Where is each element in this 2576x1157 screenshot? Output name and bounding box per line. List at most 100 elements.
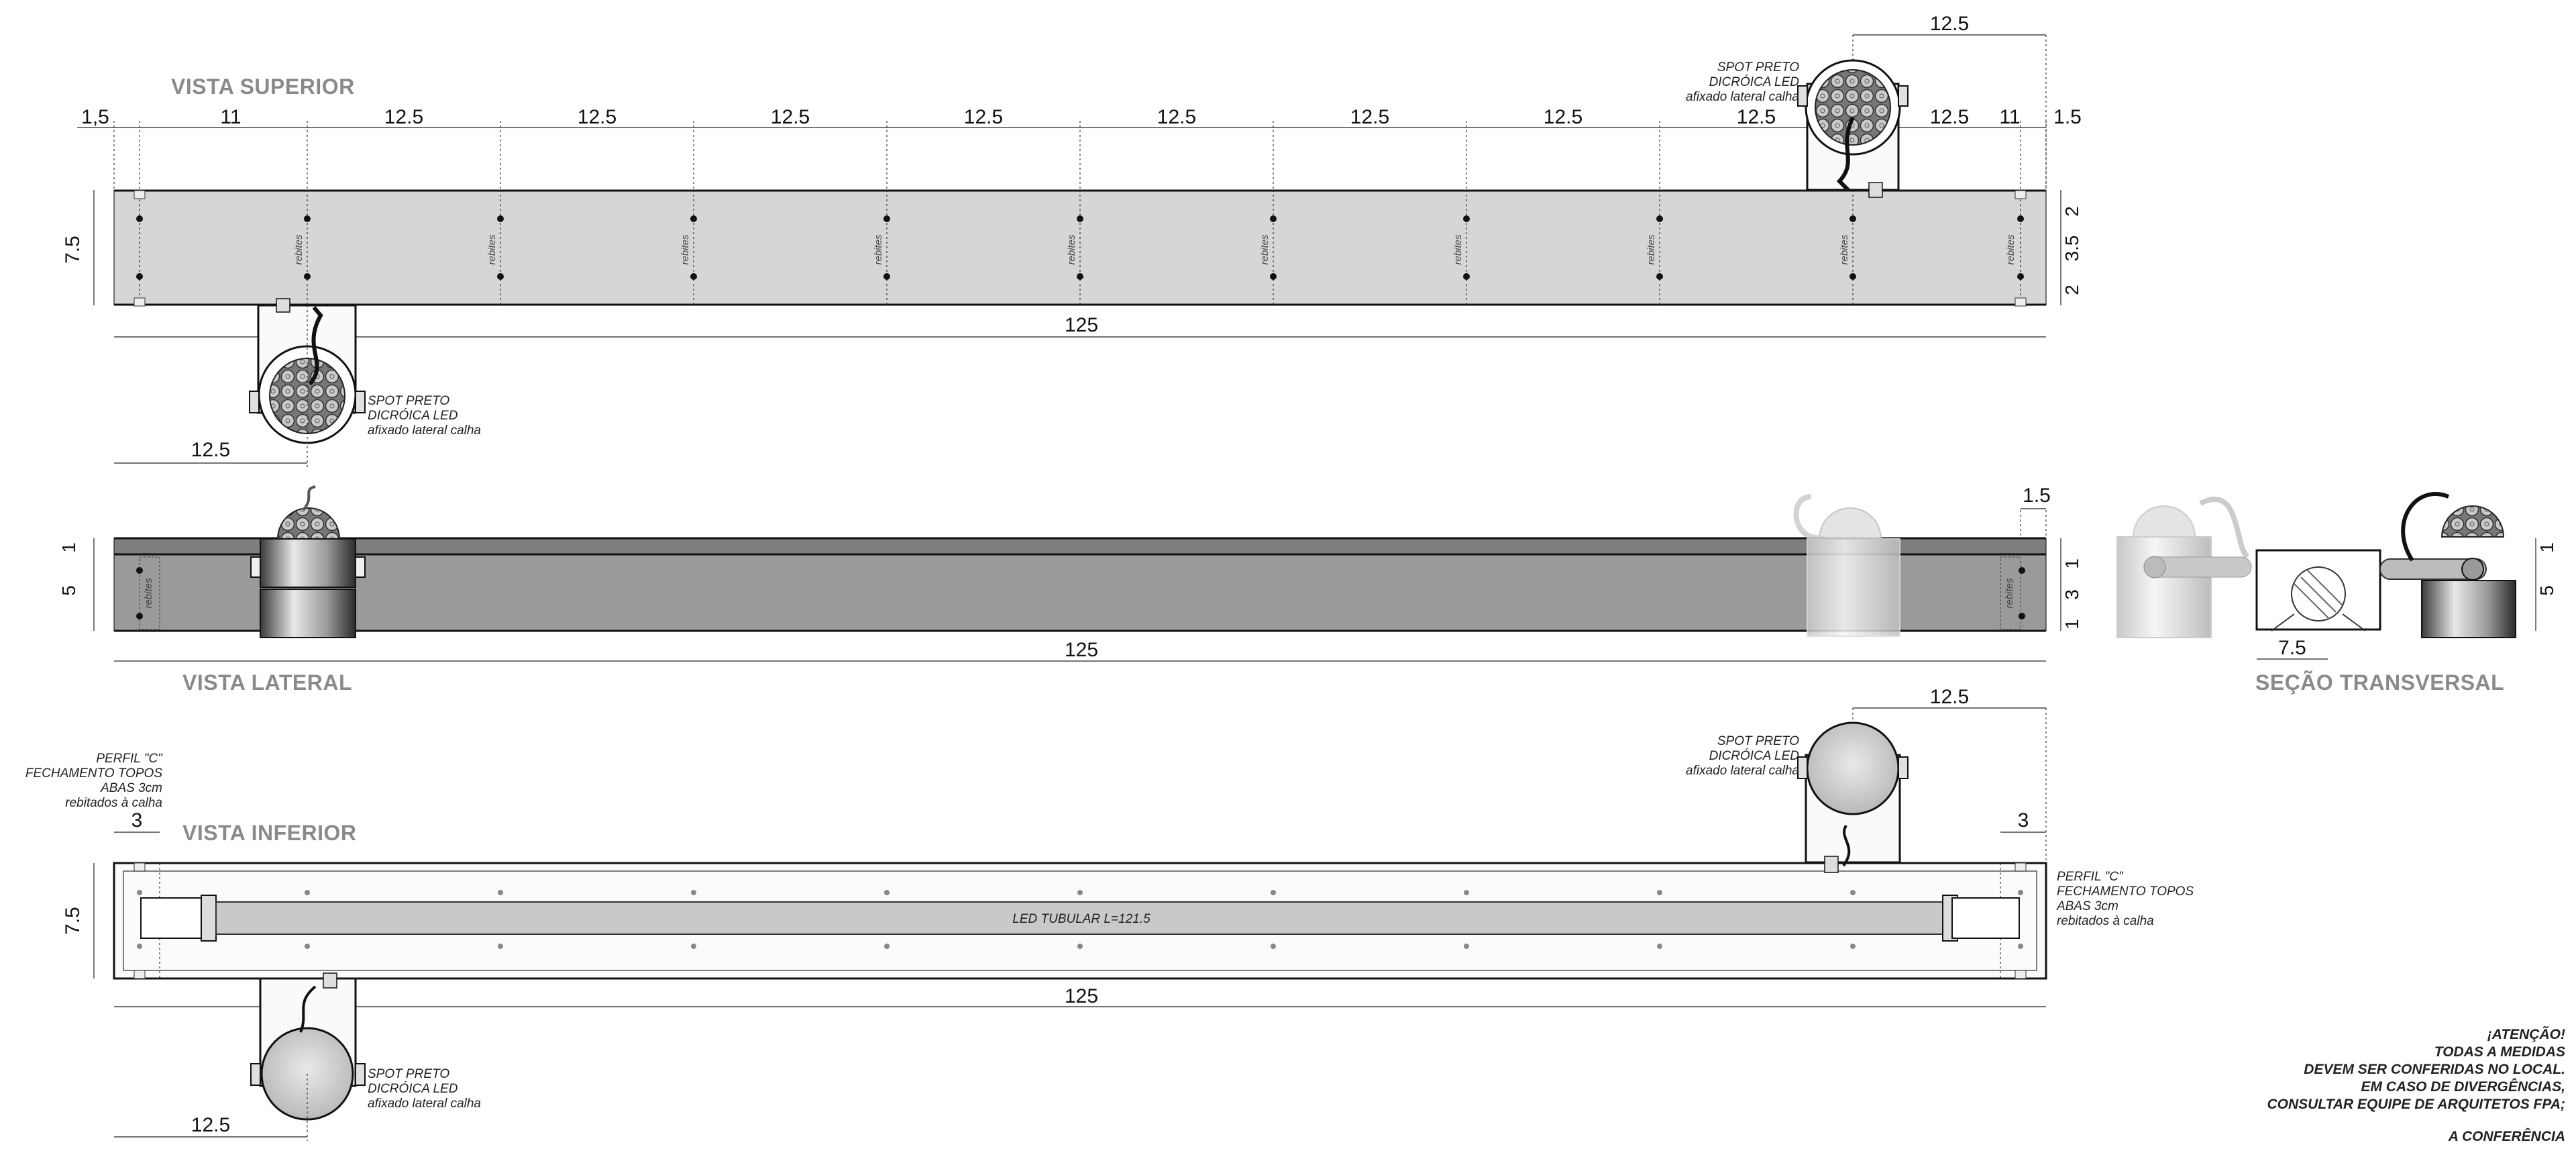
rivet xyxy=(1850,944,1856,949)
bottom-view: VISTA INFERIOR PERFIL "C" FECHAMENTO TOP… xyxy=(25,686,2194,1141)
spot-note-top-right: SPOT PRETO DICRÓICA LED afixado lateral … xyxy=(1686,60,1799,104)
rivet-label: rebites xyxy=(486,234,498,265)
rivet xyxy=(1077,273,1083,280)
top-rivets xyxy=(133,190,2027,307)
rivet xyxy=(1464,944,1469,949)
rivet xyxy=(2015,862,2027,872)
rivet-label: rebites xyxy=(1066,234,1077,265)
svg-text:afixado lateral calha: afixado lateral calha xyxy=(368,1097,481,1111)
rivet xyxy=(1270,215,1277,222)
bottom-left-offset-label: 3 xyxy=(131,809,143,832)
top-view: VISTA SUPERIOR 1,5 11 12.5 12.5 12.5 12.… xyxy=(62,13,2082,470)
top-seg-label: 12.5 xyxy=(1930,106,1969,128)
side-right-dim-label: 1 xyxy=(2061,558,2082,569)
section-right-dim-label: 5 xyxy=(2536,585,2557,596)
section-width-label: 7.5 xyxy=(2278,637,2306,659)
spot-note-bottom-left: SPOT PRETO DICRÓICA LED afixado lateral … xyxy=(368,394,481,438)
rivet xyxy=(1270,273,1277,280)
section-right-dim-label: 1 xyxy=(2536,542,2557,553)
top-seg-label: 11 xyxy=(220,106,241,128)
rivet xyxy=(1271,944,1276,949)
rivet-label: rebites xyxy=(143,578,154,609)
side-top-offset-label: 1.5 xyxy=(2023,485,2051,507)
rivet xyxy=(497,215,504,222)
rivet xyxy=(884,944,890,949)
spot-fixture-top-right: 12.5 xyxy=(1797,13,2047,198)
rivet xyxy=(1849,215,1856,222)
rivet xyxy=(498,944,503,949)
rivet xyxy=(133,190,146,199)
spot-offset-label: 12.5 xyxy=(1930,686,1969,708)
top-seg-label: 12.5 xyxy=(1737,106,1776,128)
top-right-dim-label: 3.5 xyxy=(2061,236,2082,262)
rivet-label: rebites xyxy=(1839,234,1850,265)
spot-offset-label: 12.5 xyxy=(1930,13,1969,35)
svg-text:FECHAMENTO TOPOS: FECHAMENTO TOPOS xyxy=(25,766,162,781)
rivet-label: rebites xyxy=(1452,234,1464,265)
top-seg-label: 1.5 xyxy=(2053,106,2082,128)
led-tube-label: LED TUBULAR L=121.5 xyxy=(1012,912,1150,926)
rivet xyxy=(1657,944,1662,949)
rivet xyxy=(133,970,146,979)
rivet-label: rebites xyxy=(1259,234,1271,265)
svg-text:SPOT PRETO: SPOT PRETO xyxy=(1717,734,1799,748)
rivet xyxy=(2015,190,2027,199)
side-left-dim-label: 5 xyxy=(58,585,79,596)
spot-fixture-bottom-view-bottom-left: 12.5 xyxy=(114,972,366,1141)
svg-text:ABAS 3cm: ABAS 3cm xyxy=(2056,899,2118,913)
rivet xyxy=(883,273,890,280)
rivet xyxy=(2017,215,2024,222)
spot-offset-label: 12.5 xyxy=(191,1114,230,1136)
svg-text:SPOT PRETO: SPOT PRETO xyxy=(1717,60,1799,74)
spot-fixture-side xyxy=(250,485,366,638)
rivet xyxy=(1271,890,1276,895)
rivet xyxy=(136,273,143,280)
svg-text:DICRÓICA LED: DICRÓICA LED xyxy=(1709,74,1800,89)
spot-note-bottom-view-bottom-left: SPOT PRETO DICRÓICA LED afixado lateral … xyxy=(368,1067,481,1111)
bottom-rivets xyxy=(133,862,2027,979)
top-tick-lines xyxy=(113,121,2047,190)
svg-text:afixado lateral calha: afixado lateral calha xyxy=(368,423,481,438)
perfil-note-right: PERFIL "C" FECHAMENTO TOPOS ABAS 3cm reb… xyxy=(2056,870,2194,928)
svg-text:SPOT PRETO: SPOT PRETO xyxy=(368,1067,449,1081)
bottom-height-label: 7.5 xyxy=(62,907,84,935)
rivet-label: rebites xyxy=(2004,578,2015,609)
top-seg-label: 12.5 xyxy=(1350,106,1389,128)
top-segment-labels: 1,5 11 12.5 12.5 12.5 12.5 12.5 12.5 12.… xyxy=(81,106,2082,128)
svg-text:TODAS A MEDIDAS: TODAS A MEDIDAS xyxy=(2434,1044,2565,1060)
perfil-note-left: PERFIL "C" FECHAMENTO TOPOS ABAS 3cm reb… xyxy=(25,752,163,810)
rivet-label: rebites xyxy=(873,234,884,265)
svg-text:DICRÓICA LED: DICRÓICA LED xyxy=(368,408,458,423)
rivet xyxy=(1656,215,1663,222)
top-seg-label: 1,5 xyxy=(81,106,109,128)
rivet xyxy=(137,890,142,895)
rivet xyxy=(305,890,310,895)
spot-fixture-bottom-left: 12.5 xyxy=(114,298,366,470)
rivet xyxy=(1077,215,1083,222)
rivet xyxy=(2018,944,2023,949)
top-right-dim-label: 2 xyxy=(2061,206,2082,217)
top-seg-label: 12.5 xyxy=(1157,106,1196,128)
rivet xyxy=(691,890,696,895)
svg-text:afixado lateral calha: afixado lateral calha xyxy=(1686,90,1799,104)
top-rivet-labels: rebites rebites rebites rebites rebites … xyxy=(293,234,2017,265)
top-view-title: VISTA SUPERIOR xyxy=(171,74,355,99)
rivet xyxy=(1657,890,1662,895)
rivet xyxy=(1463,215,1470,222)
side-channel-lip xyxy=(114,538,2046,554)
svg-text:ABAS 3cm: ABAS 3cm xyxy=(100,781,162,795)
svg-text:SPOT PRETO: SPOT PRETO xyxy=(368,394,449,408)
rivet xyxy=(1656,273,1663,280)
top-height-label: 7.5 xyxy=(62,236,84,264)
bottom-right-offset-label: 3 xyxy=(2018,809,2029,832)
top-seg-label: 11 xyxy=(1999,106,2020,128)
svg-text:DICRÓICA LED: DICRÓICA LED xyxy=(368,1081,458,1096)
side-total-label: 125 xyxy=(1065,639,1098,661)
svg-text:afixado lateral calha: afixado lateral calha xyxy=(1686,764,1799,778)
section-view-title: SEÇÃO TRANSVERSAL xyxy=(2255,670,2504,695)
rivet xyxy=(1463,273,1470,280)
spot-fixture-side-ghost xyxy=(1793,494,1900,637)
bottom-view-title: VISTA INFERIOR xyxy=(182,821,356,845)
rivet xyxy=(884,890,890,895)
